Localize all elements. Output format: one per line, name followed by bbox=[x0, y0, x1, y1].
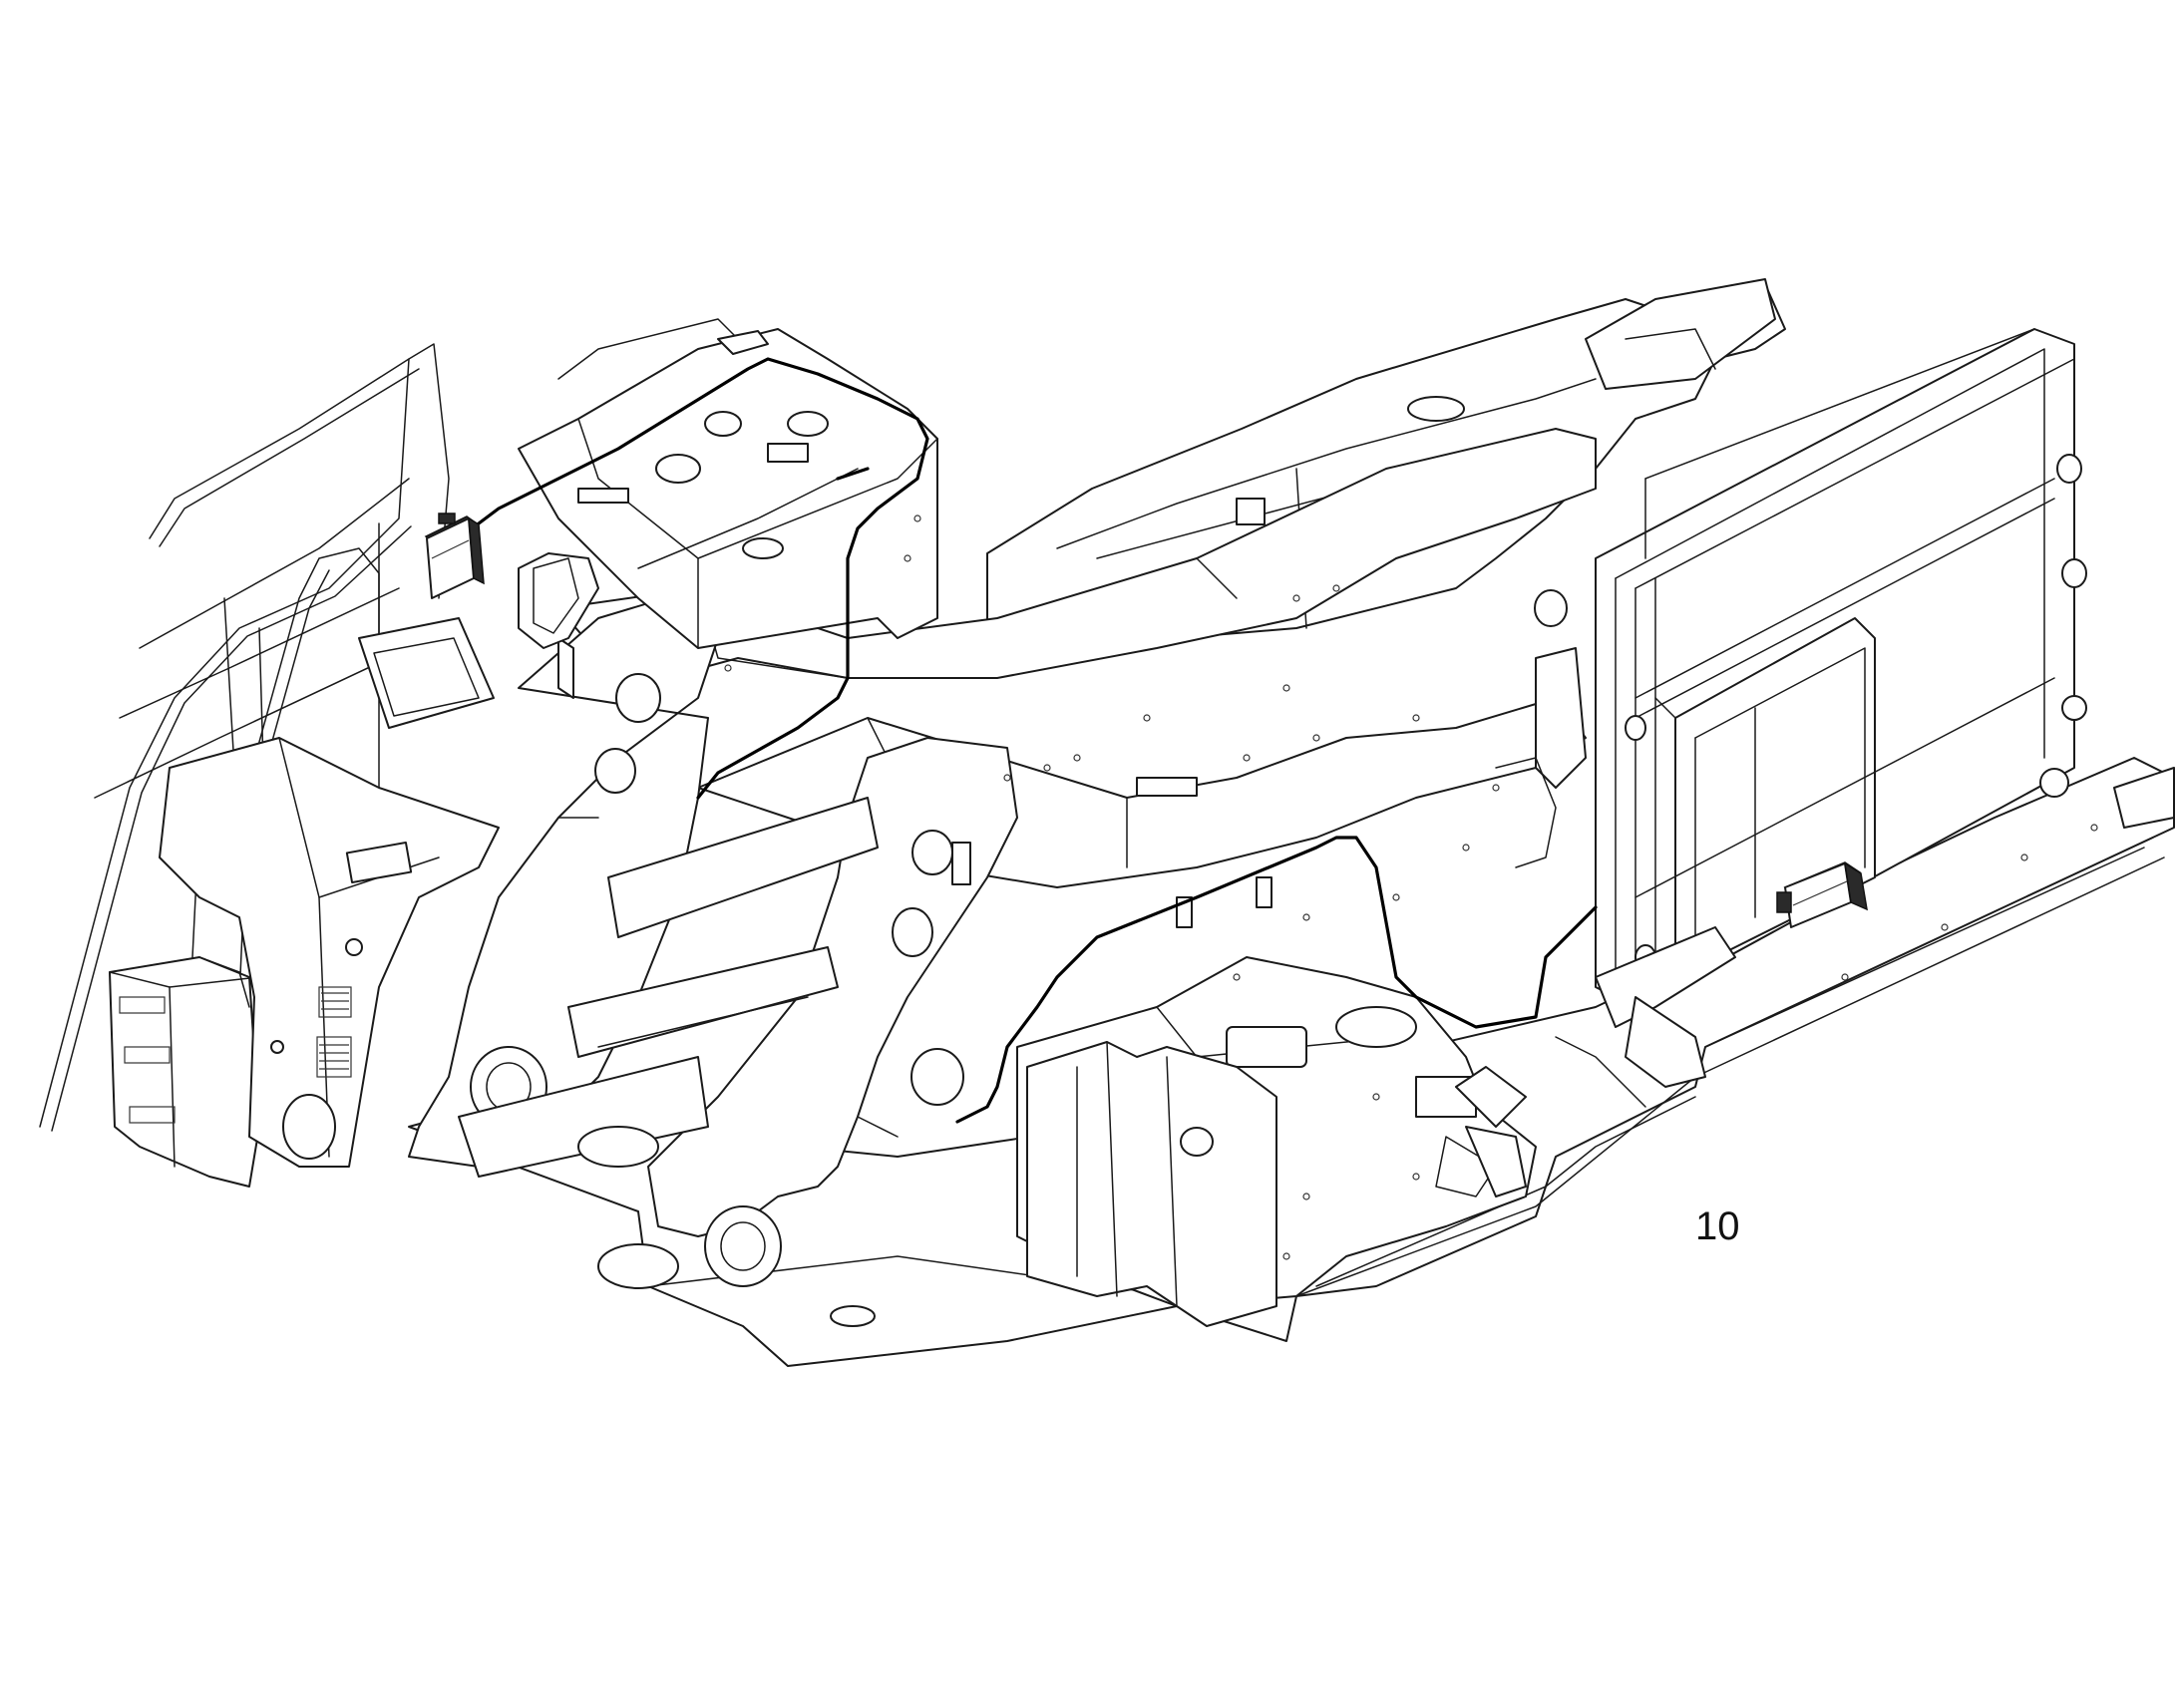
control-box-right bbox=[1776, 861, 1868, 928]
hydraulic-tank bbox=[518, 318, 938, 649]
access-ladder bbox=[39, 343, 450, 1188]
wiring-harness bbox=[457, 357, 1598, 1124]
callout-label: 10 bbox=[1695, 1204, 1740, 1248]
fasteners bbox=[724, 514, 2098, 1260]
control-box-left bbox=[424, 512, 485, 599]
loader-side-plate-left bbox=[408, 552, 719, 1168]
vent-grille bbox=[316, 986, 352, 1078]
fuel-tank bbox=[159, 617, 500, 1168]
base-brackets bbox=[1455, 767, 2175, 1197]
cross-tubes bbox=[458, 797, 879, 1289]
counterweight-block bbox=[1026, 1041, 1277, 1327]
